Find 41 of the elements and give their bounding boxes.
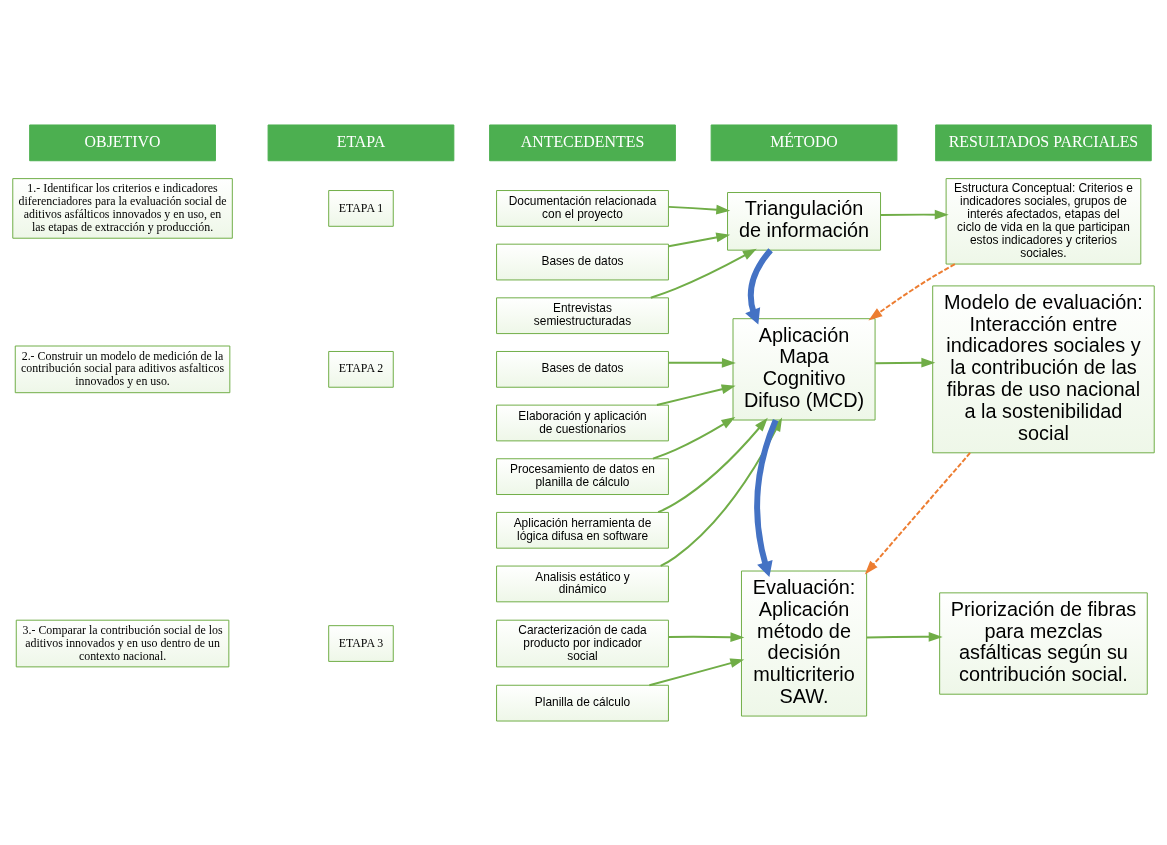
node-box: Elaboración y aplicación de cuestionarios <box>496 404 669 441</box>
arrow <box>879 209 949 220</box>
node-box: Modelo de evaluación: Interacción entre indicadores sociales y la contribución de las fibras de uso nacional a la sostenibilidad social <box>932 284 1155 453</box>
node-box: ETAPA 2 <box>328 350 394 388</box>
node-box: RESULTADOS PARCIALES <box>935 123 1152 161</box>
node-box: Aplicación herramienta de lógica difusa en software <box>496 511 669 549</box>
node-box: Triangulación de información <box>727 191 882 251</box>
node-box: Documentación relacionada con el proyecto <box>496 189 669 227</box>
node-box: Procesamiento de datos en planilla de cálculo <box>496 457 669 495</box>
arrow <box>864 451 972 574</box>
node-box: 1.- Identificar los criterios e indicadores diferenciadores para la evaluación social de aditivos asfálticos innovados y en uso, en las etapas de extracción y producción. <box>12 177 233 239</box>
node-box: Evaluación: Aplicación método de decisión multicriterio SAW. <box>740 570 868 717</box>
node-box: Estructura Conceptual: Criterios e indicadores sociales, grupos de interés afectados, etapas del ciclo de vida en la que participan estos indicadores y criterios sociales. <box>945 177 1142 265</box>
node-box: ANTECEDENTES <box>489 123 676 161</box>
node-box: ETAPA 1 <box>328 189 394 227</box>
node-box: MÉTODO <box>710 123 898 161</box>
node-box: ETAPA <box>267 123 455 161</box>
arrow <box>655 383 736 406</box>
arrow <box>754 418 779 577</box>
node-box: Priorización de fibras para mezclas asfálticas según su contribución social. <box>939 591 1148 695</box>
node-box: Aplicación Mapa Cognitivo Difuso (MCD) <box>732 317 876 420</box>
node-box: Caracterización de cada producto por indicador social <box>496 619 669 667</box>
arrow <box>667 357 736 368</box>
arrow <box>745 247 773 324</box>
node-box: 2.- Construir un modelo de medición de la contribución social para aditivos asfalticos innovados y en uso. <box>14 345 231 393</box>
node-box: ETAPA 3 <box>328 624 394 662</box>
arrow <box>667 204 731 215</box>
node-box: Bases de datos <box>496 350 669 388</box>
arrow <box>657 417 768 513</box>
arrow <box>868 262 956 320</box>
node-box: 3.- Comparar la contribución social de los aditivos innovados y en uso dentro de un contexto nacional. <box>15 619 230 667</box>
node-box: Analisis estático y dinámico <box>496 565 669 602</box>
arrow <box>874 357 936 368</box>
arrow <box>667 631 745 642</box>
arrow <box>667 232 731 247</box>
node-box: OBJETIVO <box>29 123 216 161</box>
node-box: Planilla de cálculo <box>496 684 669 722</box>
node-box: Bases de datos <box>496 243 669 280</box>
arrow <box>865 631 943 642</box>
node-box: Entrevistas semiestructuradas <box>496 296 669 334</box>
arrow <box>649 248 757 299</box>
